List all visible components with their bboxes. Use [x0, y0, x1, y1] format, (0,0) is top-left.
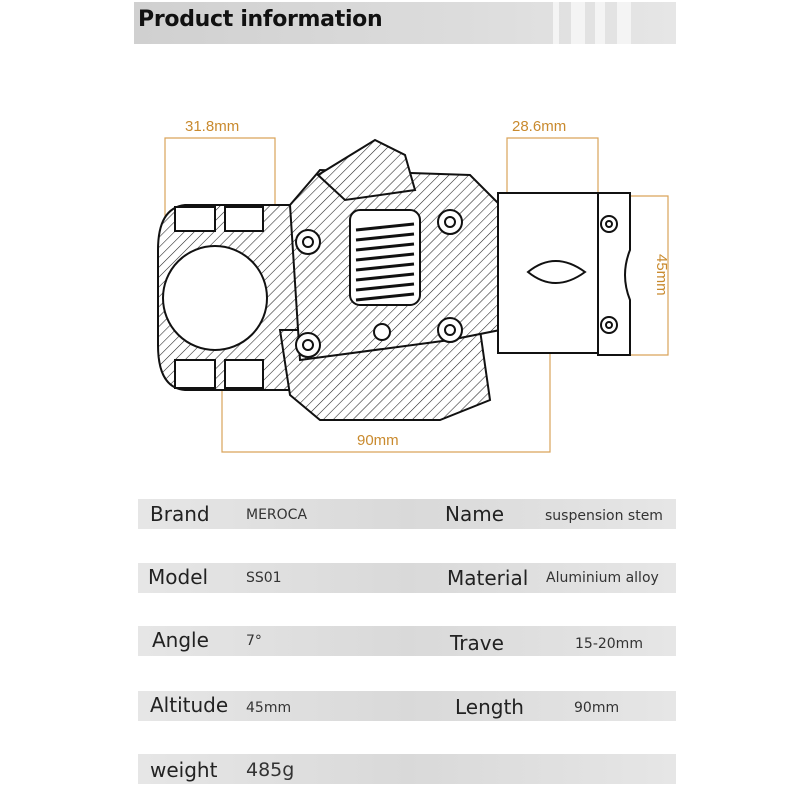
spec-value-angle: 7°	[246, 633, 262, 649]
spec-label-altitude: Altitude	[150, 693, 229, 717]
spec-row-altitude	[138, 691, 676, 721]
dim-length-label: 90mm	[357, 432, 399, 449]
spec-value-name: suspension stem	[545, 508, 663, 524]
header-bar	[134, 2, 676, 44]
spec-label-model: Model	[148, 565, 209, 589]
spec-value-length: 90mm	[574, 700, 620, 716]
spec-label-length: Length	[455, 695, 524, 719]
spec-label-angle: Angle	[152, 628, 209, 652]
suspension-spring	[349, 209, 421, 306]
spec-label-material: Material	[447, 566, 529, 590]
page-title: Product information	[138, 7, 383, 32]
faceplate-slot	[526, 260, 587, 284]
spec-value-trave: 15-20mm	[575, 636, 643, 652]
spec-value-altitude: 45mm	[246, 700, 292, 716]
spec-value-brand: MEROCA	[246, 507, 308, 523]
spec-row-model	[138, 563, 676, 593]
spec-label-trave: Trave	[450, 631, 504, 655]
spec-label-weight: weight	[150, 758, 218, 782]
spec-row-angle	[138, 626, 676, 656]
spec-label-name: Name	[445, 502, 505, 526]
spec-row-brand	[138, 499, 676, 529]
spec-value-material: Aluminium alloy	[546, 570, 659, 586]
spec-value-weight: 485g	[246, 759, 295, 781]
dim-steerer-label: 28.6mm	[512, 118, 566, 135]
bolts	[295, 209, 618, 358]
header-stripes	[545, 2, 676, 44]
spec-row-weight	[138, 754, 676, 784]
dimension-lines	[164, 137, 669, 453]
dim-height-label: 45mm	[653, 254, 670, 296]
spec-value-model: SS01	[246, 570, 282, 586]
spec-label-brand: Brand	[150, 502, 210, 526]
dim-clamp-label: 31.8mm	[185, 118, 239, 135]
